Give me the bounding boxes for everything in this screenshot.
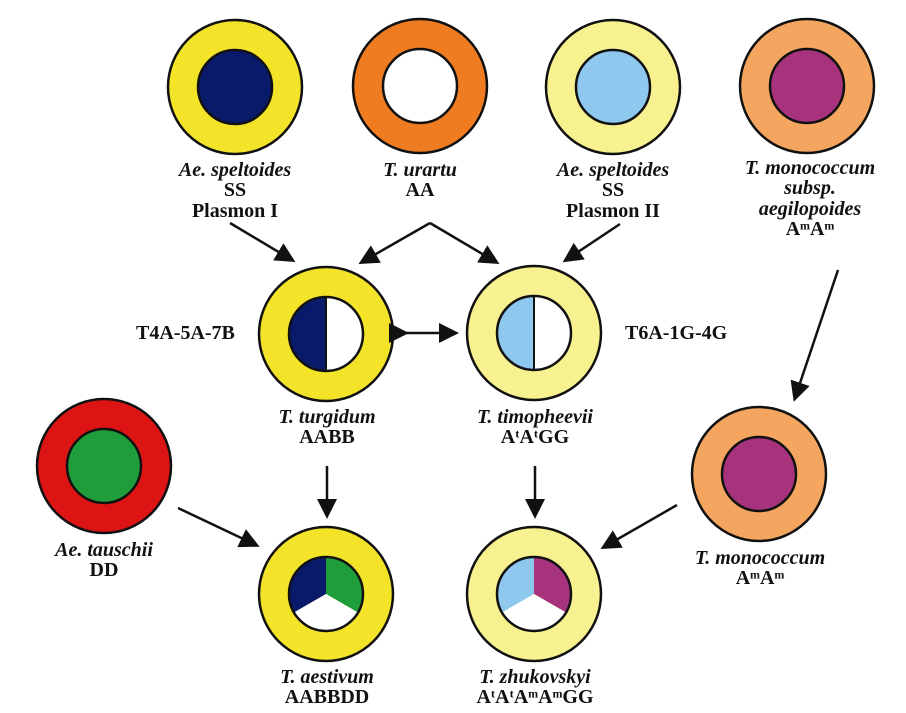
species-name: Ae. speltoides	[179, 160, 291, 180]
genome-label: AᵐAᵐ	[695, 568, 825, 588]
arrow-aegil-to-monococcum	[795, 270, 838, 398]
plasmon-label: Plasmon II	[557, 201, 669, 221]
label-t-turgidum: T. turgidum AABB	[278, 407, 375, 448]
circle-t-turgidum	[259, 267, 393, 401]
circle-t-aestivum	[259, 527, 393, 661]
genome-label: DD	[55, 560, 153, 580]
species-name: T. urartu	[383, 160, 457, 180]
genome-label: AᵗAᵗAᵐAᵐGG	[476, 687, 593, 707]
circle-t-zhukovskyi	[467, 527, 601, 661]
translocation-right-label: T6A-1G-4G	[625, 322, 727, 345]
circle-ae-tauschii	[37, 399, 171, 533]
subspecies-label: subsp.	[745, 178, 875, 198]
subspecies-name: aegilopoides	[745, 199, 875, 219]
circle-t-urartu	[353, 19, 487, 153]
arrow-monococcum-to-zhukovskyi	[604, 505, 677, 547]
circle-t-monococcum	[692, 407, 826, 541]
label-t-monococcum: T. monococcum AᵐAᵐ	[695, 548, 825, 589]
label-t-zhukovskyi: T. zhukovskyi AᵗAᵗAᵐAᵐGG	[476, 667, 593, 708]
label-t-timopheevii: T. timopheevii AᵗAᵗGG	[477, 407, 593, 448]
genome-label: AᵗAᵗGG	[477, 427, 593, 447]
label-t-urartu: T. urartu AA	[383, 160, 457, 201]
genome-label: AA	[383, 180, 457, 200]
circle-t-timopheevii	[467, 266, 601, 400]
arrow-speltoides2-to-timopheevii	[566, 224, 620, 260]
circle-t-monococcum-aegil	[740, 19, 874, 153]
species-name: T. turgidum	[278, 407, 375, 427]
species-name: T. timopheevii	[477, 407, 593, 427]
circle-ae-speltoides-2	[546, 20, 680, 154]
species-name: Ae. tauschii	[55, 540, 153, 560]
plasmon-label: Plasmon I	[179, 201, 291, 221]
genome-label: AᵐAᵐ	[745, 219, 875, 239]
label-t-monococcum-aegil: T. monococcum subsp. aegilopoides AᵐAᵐ	[745, 158, 875, 240]
species-name: Ae. speltoides	[557, 160, 669, 180]
label-ae-speltoides-1: Ae. speltoides SS Plasmon I	[179, 160, 291, 221]
species-name: T. zhukovskyi	[476, 667, 593, 687]
arrow-urartu-to-timopheevii	[430, 223, 496, 262]
label-ae-speltoides-2: Ae. speltoides SS Plasmon II	[557, 160, 669, 221]
species-name: T. aestivum	[280, 667, 374, 687]
species-name: T. monococcum	[695, 548, 825, 568]
genome-label: SS	[179, 180, 291, 200]
arrow-urartu-to-turgidum	[362, 223, 430, 262]
genome-label: SS	[557, 180, 669, 200]
label-ae-tauschii: Ae. tauschii DD	[55, 540, 153, 581]
label-t-aestivum: T. aestivum AABBDD	[280, 667, 374, 708]
genome-label: AABBDD	[280, 687, 374, 707]
genome-label: AABB	[278, 427, 375, 447]
species-name: T. monococcum	[745, 158, 875, 178]
translocation-left-label: T4A-5A-7B	[136, 322, 235, 345]
circle-ae-speltoides-1	[168, 20, 302, 154]
arrow-tauschii-to-aestivum	[178, 508, 256, 545]
arrow-speltoides1-to-turgidum	[230, 223, 292, 260]
